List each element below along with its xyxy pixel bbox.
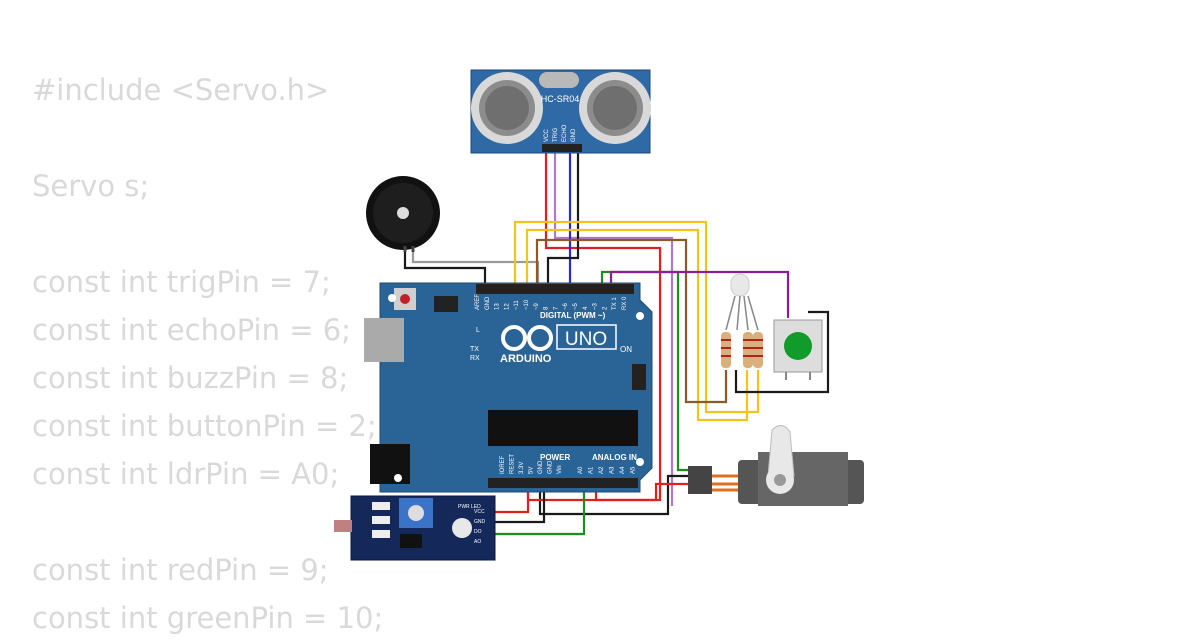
pin-label: ~9 [534,302,540,310]
pin-label: 7 [553,306,559,310]
ultrasonic-sensor: HC-SR04 VCC TRIG ECHO GND [470,69,651,154]
arduino-brand-label: ARDUINO [500,353,552,365]
pin-label: ~5 [573,302,579,310]
code-line: Servo s; [32,169,150,203]
wire-buzzer-black [403,246,487,290]
digital-header-label: DIGITAL (PWM ~) [540,311,606,320]
power-header-label: POWER [540,453,570,462]
buzzer [366,176,440,252]
code-line: const int buzzPin = 8; [32,361,349,395]
wire-ldr-ao [494,488,586,536]
pin-label: A4 [620,466,626,474]
svg-text:GND: GND [474,519,486,525]
wire-sensor-gnd [546,152,580,290]
pin-label: RX 0 [622,296,628,310]
code-line: const int echoPin = 6; [32,313,351,347]
code-line: const int redPin = 9; [32,553,329,587]
sensor-pin-labels: VCC TRIG ECHO GND [544,124,577,142]
arduino-model-label: UNO [565,329,607,350]
arduino-on-label: ON [620,345,632,354]
wire-yellow-1 [513,220,760,414]
svg-text:VCC: VCC [474,509,485,515]
pin-label: GND [485,296,491,310]
svg-text:GND: GND [571,128,577,142]
wire-ldr-gnd [494,488,546,524]
svg-text:L: L [476,327,480,334]
code-line: #include <Servo.h> [32,73,330,107]
svg-text:TX: TX [470,346,479,353]
wire-sensor-vcc [544,152,662,502]
svg-text:VCC: VCC [544,129,550,142]
svg-text:DO: DO [474,529,482,535]
pin-label: RESET [510,454,516,474]
svg-text:AO: AO [474,539,481,545]
wire-yellow-2 [525,228,749,422]
pin-label: TX 1 [612,297,618,310]
pin-label: 5V [529,467,535,474]
svg-text:TRIG: TRIG [553,127,559,142]
svg-text:ECHO: ECHO [562,124,568,142]
code-line: const int greenPin = 10; [32,601,384,635]
pin-label: Vin [557,465,563,474]
wire-button-gnd [734,310,830,394]
arduino-logo [501,325,553,351]
sensor-model-label: HC-SR04 [541,94,580,104]
code-line: const int trigPin = 7; [32,265,331,299]
pin-label: AREF [475,294,481,310]
wire-ldr-vcc [494,488,530,514]
ldr-led-label: PWR LED [458,504,481,510]
wire-servo-black [538,474,688,516]
analog-header-label: ANALOG IN [592,453,637,462]
pin-label: 3.3V [519,462,525,474]
pin-label: GND [538,460,544,474]
pin-label: ~10 [524,299,530,310]
wire-sensor-trig [553,152,674,506]
ldr-module: PWR LED VCC GND DO AO [334,495,496,561]
pin-label: 13 [495,303,501,310]
pin-label: A5 [631,466,637,474]
wire-brown [535,238,728,404]
pin-label: ~3 [593,302,599,310]
pin-label: ~11 [514,300,520,310]
code-line: const int ldrPin = A0; [32,457,340,491]
servo-motor [688,425,864,506]
arduino-uno: ARDUINO UNO ON DIGITAL (PWM ~) POWER ANA… [364,282,653,493]
resistors [721,332,763,368]
pin-label: A3 [610,466,616,474]
pin-label: A1 [589,466,595,474]
wires [403,152,830,536]
pin-label: GND [548,460,554,474]
code-line: const int buttonPin = 2; [32,409,377,443]
pin-label: 12 [504,303,510,310]
code-snippet: #include <Servo.h> Servo s; const int trig… [32,66,383,642]
pin-label: 4 [583,306,589,310]
onboard-led-labels: L TX RX [470,327,480,362]
wire-purple [609,270,790,318]
analog-pin-labels: A0 A1 A2 A3 A4 A5 [578,466,637,474]
svg-text:RX: RX [470,355,480,362]
pin-label: 8 [544,306,550,310]
pin-label: 2 [602,306,608,310]
pin-label: ~6 [563,302,569,310]
pin-label: A0 [578,466,584,474]
push-button [773,319,823,380]
rgb-led [725,273,759,331]
pin-label: A2 [599,466,605,474]
ldr-pin-labels: VCC GND DO AO [474,509,486,545]
pin-label: IOREF [500,455,506,474]
